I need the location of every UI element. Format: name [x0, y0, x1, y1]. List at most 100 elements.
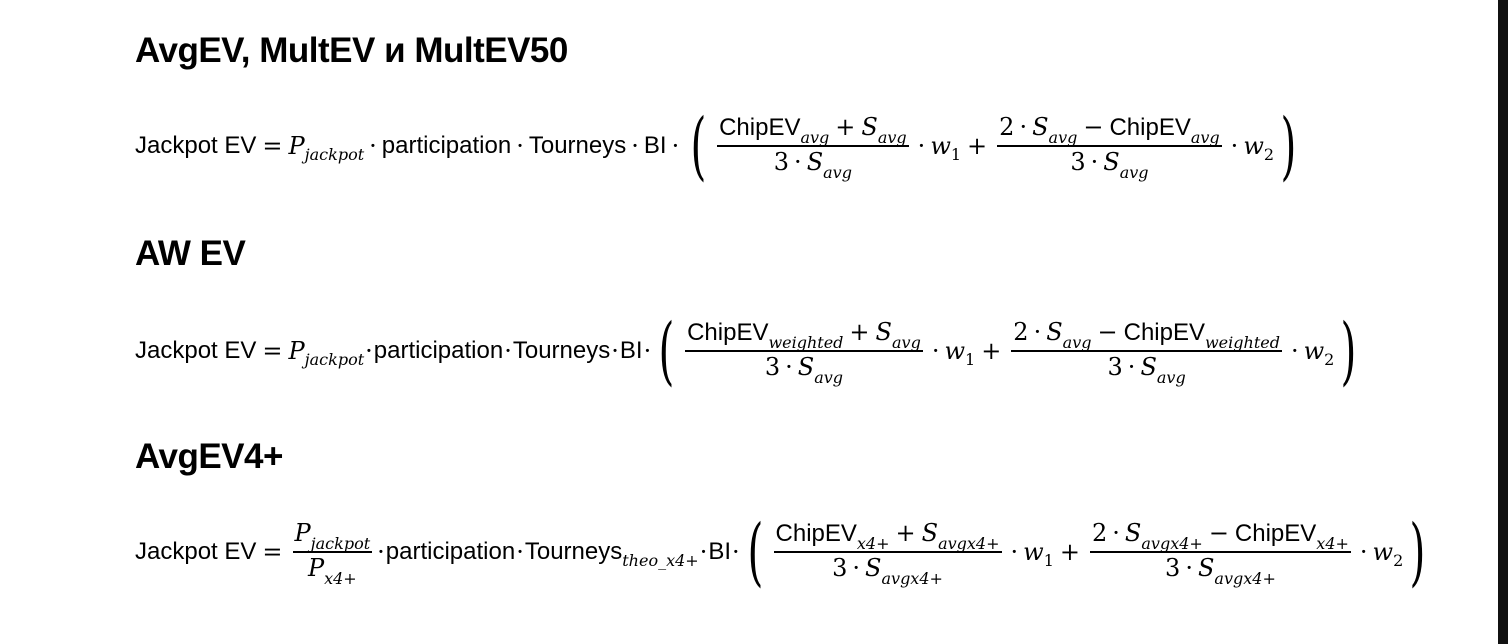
- p-subscript: jackpot: [304, 349, 365, 369]
- plus-sign: +: [895, 519, 916, 548]
- s-subscript: avg: [1048, 128, 1078, 148]
- tourneys-term: Tourneys: [512, 337, 611, 364]
- minus-sign: −: [1083, 113, 1104, 142]
- equals-sign: =: [262, 337, 283, 365]
- cdot: ·: [1290, 337, 1299, 365]
- chipev-subscript: avg: [1190, 128, 1220, 148]
- minus-sign: −: [1097, 318, 1118, 347]
- p-symbol: P: [307, 553, 325, 582]
- plus-sign: +: [849, 318, 870, 347]
- s-symbol: S: [875, 318, 892, 347]
- left-paren: (: [747, 509, 764, 595]
- w1-subscript: 1: [950, 144, 962, 164]
- three: 3: [1070, 147, 1086, 176]
- plus-sign: +: [967, 132, 988, 160]
- cdot: ·: [931, 337, 940, 365]
- chipev: ChipEV: [1109, 114, 1191, 142]
- bi-term: BI: [619, 337, 643, 364]
- s-subscript: avgx4+: [938, 534, 1000, 554]
- three: 3: [773, 147, 790, 176]
- s-subscript: avg: [1062, 333, 1092, 353]
- cdot: ·: [1230, 132, 1239, 160]
- lhs-label: Jackpot EV: [135, 538, 257, 565]
- s-symbol: S: [1140, 352, 1157, 381]
- cdot: ·: [1185, 553, 1193, 582]
- s-subscript: avgx4+: [1141, 534, 1203, 554]
- s-symbol: S: [797, 352, 815, 381]
- fraction-bar: [292, 551, 373, 553]
- fraction-bar: [717, 145, 909, 147]
- s-symbol: S: [1032, 113, 1049, 142]
- cdot: ·: [1019, 113, 1028, 142]
- left-paren: (: [690, 103, 707, 189]
- cdot: ·: [852, 553, 861, 582]
- chipev: ChipEV: [1123, 319, 1205, 347]
- s-symbol: S: [806, 147, 824, 176]
- s-subscript: avg: [891, 333, 921, 353]
- participation-term: participation: [385, 538, 516, 565]
- right-paren: ): [1409, 509, 1426, 595]
- equals-sign: =: [262, 538, 283, 566]
- s-symbol: S: [1124, 519, 1142, 548]
- chipev: ChipEV: [1234, 520, 1317, 548]
- fraction-bar: [685, 350, 923, 352]
- cdot: ·: [671, 132, 680, 160]
- w-symbol: w: [944, 337, 965, 365]
- cdot: ·: [732, 538, 740, 566]
- p-subscript: jackpot: [310, 534, 371, 554]
- w1-subscript: 1: [1043, 550, 1054, 570]
- cdot: ·: [369, 132, 377, 160]
- cdot: ·: [917, 132, 926, 160]
- participation-term: participation: [373, 337, 504, 364]
- right-paren: ): [1280, 103, 1297, 189]
- p-den-subscript: x4+: [324, 568, 357, 588]
- w2-subscript: 2: [1393, 550, 1404, 570]
- lhs-label: Jackpot EV: [135, 337, 257, 364]
- section-heading-avgev4: AvgEV4+: [135, 437, 283, 476]
- cdot: ·: [785, 352, 793, 381]
- s-symbol: S: [1046, 318, 1063, 347]
- chipev-subscript: avg: [800, 128, 830, 148]
- fraction-bar: [1090, 551, 1351, 553]
- s-symbol: S: [861, 113, 878, 142]
- lhs-label: Jackpot EV: [135, 132, 257, 159]
- w-symbol: w: [930, 132, 951, 160]
- tourneys-term: Tourneys: [524, 538, 623, 565]
- section-heading-avgev: AvgEV, MultEV и MultEV50: [135, 31, 568, 70]
- plus-sign: +: [981, 337, 1002, 365]
- chipev: ChipEV: [719, 114, 801, 142]
- w-symbol: w: [1372, 538, 1394, 566]
- s-subscript: avg: [877, 128, 907, 148]
- cdot: ·: [504, 337, 512, 365]
- cdot: ·: [365, 337, 373, 365]
- cdot: ·: [1033, 318, 1042, 347]
- fraction-bar: [997, 145, 1222, 147]
- section-heading-aw-ev: AW EV: [135, 234, 246, 273]
- two: 2: [1013, 318, 1029, 347]
- cdot: ·: [516, 132, 524, 160]
- cdot: ·: [1010, 538, 1019, 566]
- w-symbol: w: [1023, 538, 1044, 566]
- w-symbol: w: [1303, 337, 1325, 365]
- cdot: ·: [643, 337, 652, 365]
- cdot: ·: [1112, 519, 1120, 548]
- chipev-subscript: weighted: [768, 333, 844, 353]
- participation-term: participation: [381, 132, 512, 159]
- three: 3: [764, 352, 781, 381]
- cdot: ·: [699, 538, 708, 566]
